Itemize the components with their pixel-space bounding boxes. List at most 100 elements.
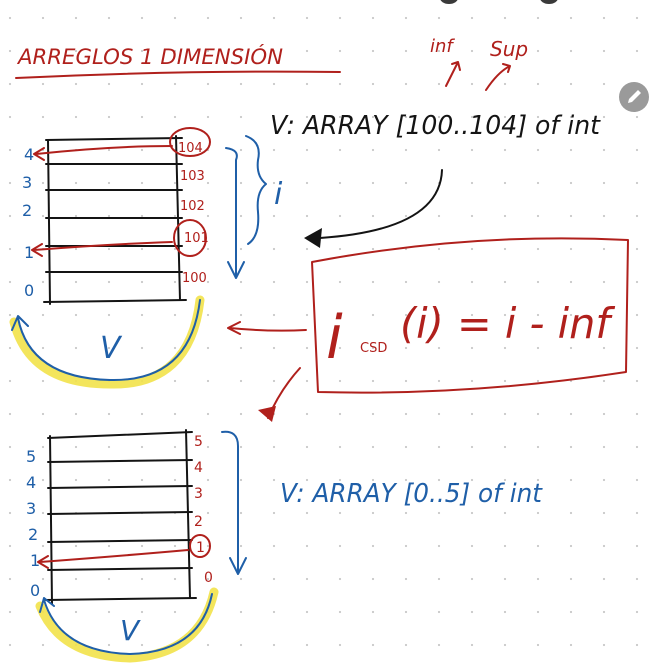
address-label: 0 [204, 570, 213, 586]
grid-dot [140, 280, 144, 284]
grid-dot [536, 643, 540, 647]
grid-dot [470, 49, 474, 53]
grid-dot [635, 346, 639, 350]
grid-dot [272, 478, 276, 482]
grid-dot [239, 379, 243, 383]
grid-dot [140, 412, 144, 416]
grid-dot [140, 148, 144, 152]
grid-dot [206, 379, 210, 383]
grid-dot [305, 49, 309, 53]
grid-dot [635, 379, 639, 383]
pencil-icon[interactable] [619, 82, 649, 112]
grid-dot [74, 16, 78, 20]
grid-dot [8, 82, 12, 86]
grid-dot [437, 346, 441, 350]
grid-dot [107, 610, 111, 614]
inf-label: inf [430, 36, 455, 57]
grid-dot [8, 379, 12, 383]
grid-dot [140, 643, 144, 647]
page-title: ARREGLOS 1 DIMENSIÓN [16, 44, 283, 69]
grid-dot [239, 544, 243, 548]
grid-dot [74, 247, 78, 251]
grid-dot [635, 544, 639, 548]
grid-dot [635, 214, 639, 218]
grid-dot [173, 544, 177, 548]
grid-dot [305, 247, 309, 251]
grid-dot [173, 445, 177, 449]
grid-dot [602, 643, 606, 647]
grid-dot [74, 445, 78, 449]
address-label: 100 [182, 271, 207, 286]
grid-dot [371, 82, 375, 86]
grid-dot [404, 214, 408, 218]
grid-dot [74, 115, 78, 119]
grid-dot [239, 478, 243, 482]
row-label: 1 [30, 551, 40, 570]
grid-dot [635, 313, 639, 317]
grid-dot [206, 445, 210, 449]
grid-dot [536, 511, 540, 515]
grid-dot [107, 478, 111, 482]
grid-dot [107, 643, 111, 647]
grid-dot [272, 16, 276, 20]
grid-dot [437, 478, 441, 482]
grid-dot [437, 511, 441, 515]
grid-dot [371, 313, 375, 317]
grid-dot [503, 247, 507, 251]
declaration-bottom: V: ARRAY [0..5] of int [280, 479, 543, 509]
grid-dot [107, 82, 111, 86]
grid-dot [41, 478, 45, 482]
row-pointer-arrow [37, 549, 189, 569]
grid-dot [635, 445, 639, 449]
grid-dot [569, 478, 573, 482]
grid-dot [503, 643, 507, 647]
row-label: 3 [26, 499, 36, 518]
grid-dot [305, 214, 309, 218]
grid-dot [74, 181, 78, 185]
grid-dot [404, 412, 408, 416]
grid-dot [272, 82, 276, 86]
grid-dot [437, 247, 441, 251]
formula-subscript: CSD [360, 341, 387, 356]
grid-dot [8, 16, 12, 20]
grid-dot [338, 379, 342, 383]
grid-dot [602, 577, 606, 581]
grid-dot [239, 577, 243, 581]
grid-dot [635, 511, 639, 515]
grid-dot [602, 247, 606, 251]
grid-dot [8, 412, 12, 416]
grid-dot [305, 280, 309, 284]
sup-arrow [485, 63, 511, 91]
grid-dot [305, 412, 309, 416]
grid-dot [404, 610, 408, 614]
grid-dot [536, 313, 540, 317]
grid-dot [470, 214, 474, 218]
grid-dot [371, 346, 375, 350]
grid-dot [272, 544, 276, 548]
grid-dot [8, 643, 12, 647]
grid-dot [206, 16, 210, 20]
grid-dot [371, 478, 375, 482]
grid-dot [206, 82, 210, 86]
grid-dot [470, 346, 474, 350]
grid-dot [569, 313, 573, 317]
grid-dot [173, 577, 177, 581]
grid-dot [536, 181, 540, 185]
grid-dot [206, 511, 210, 515]
grid-dot [371, 643, 375, 647]
row-label: 2 [28, 525, 38, 544]
grid-dot [239, 148, 243, 152]
array-name: V [100, 331, 123, 366]
grid-dot [8, 313, 12, 317]
grid-dot [206, 280, 210, 284]
grid-dot [602, 346, 606, 350]
grid-dot [338, 544, 342, 548]
grid-dot [305, 181, 309, 185]
row-label: 2 [22, 201, 32, 220]
grid-dot [536, 49, 540, 53]
grid-dot [371, 544, 375, 548]
grid-dot [239, 181, 243, 185]
grid-dot [569, 82, 573, 86]
grid-dot [569, 49, 573, 53]
grid-dot [8, 280, 12, 284]
